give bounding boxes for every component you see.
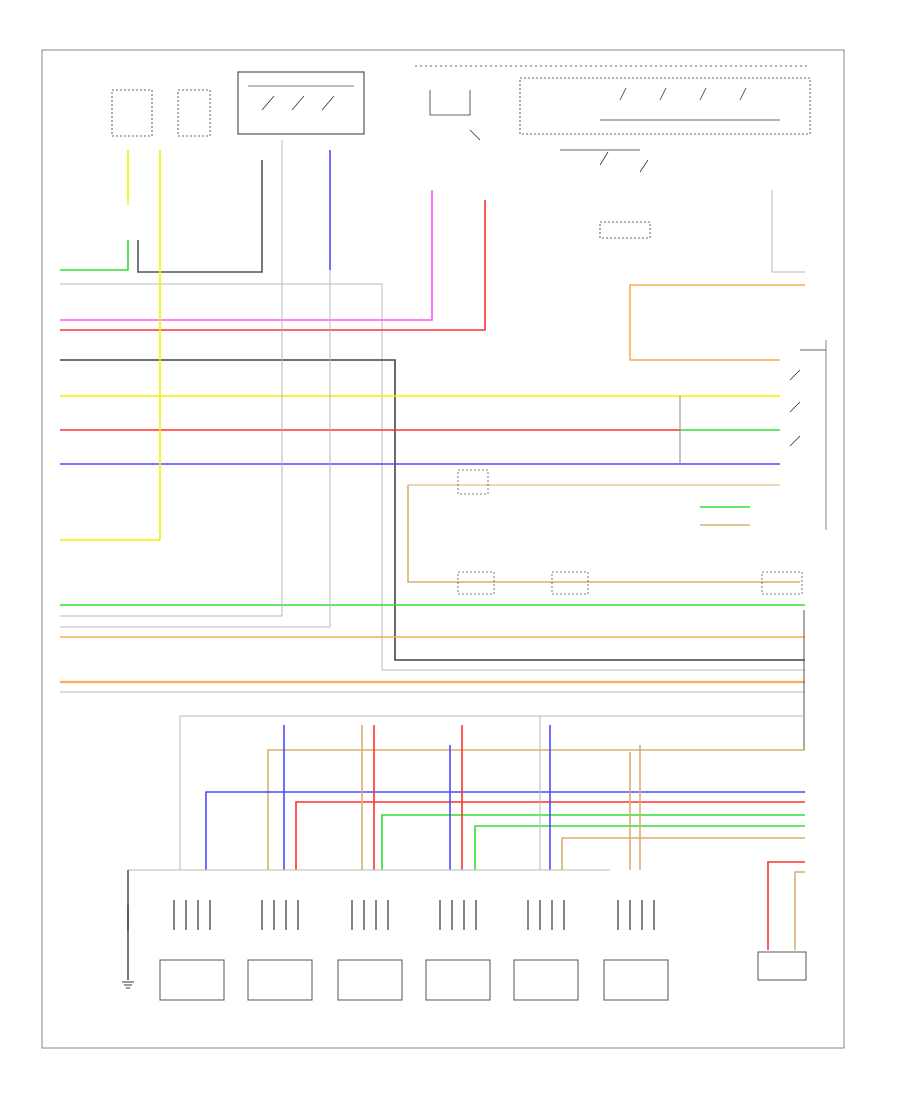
sensor-modules	[159, 951, 807, 1001]
switch-box	[237, 71, 365, 135]
sensor-1	[159, 959, 225, 1001]
sensor-3	[337, 959, 403, 1001]
right-switch-stack	[789, 349, 826, 447]
diagram-border	[41, 49, 845, 1049]
ground-symbol	[122, 981, 134, 989]
top-left-components	[111, 71, 365, 137]
inline-connectors	[457, 469, 803, 595]
sensor-bus	[127, 715, 805, 980]
top-right-components	[415, 65, 811, 239]
sensor-4	[425, 959, 491, 1001]
sensor-6	[603, 959, 669, 1001]
module-box	[757, 951, 807, 981]
sensor-connectors	[127, 900, 655, 930]
sensor-2	[247, 959, 313, 1001]
sensor-5	[513, 959, 579, 1001]
wire-harness	[60, 140, 827, 751]
